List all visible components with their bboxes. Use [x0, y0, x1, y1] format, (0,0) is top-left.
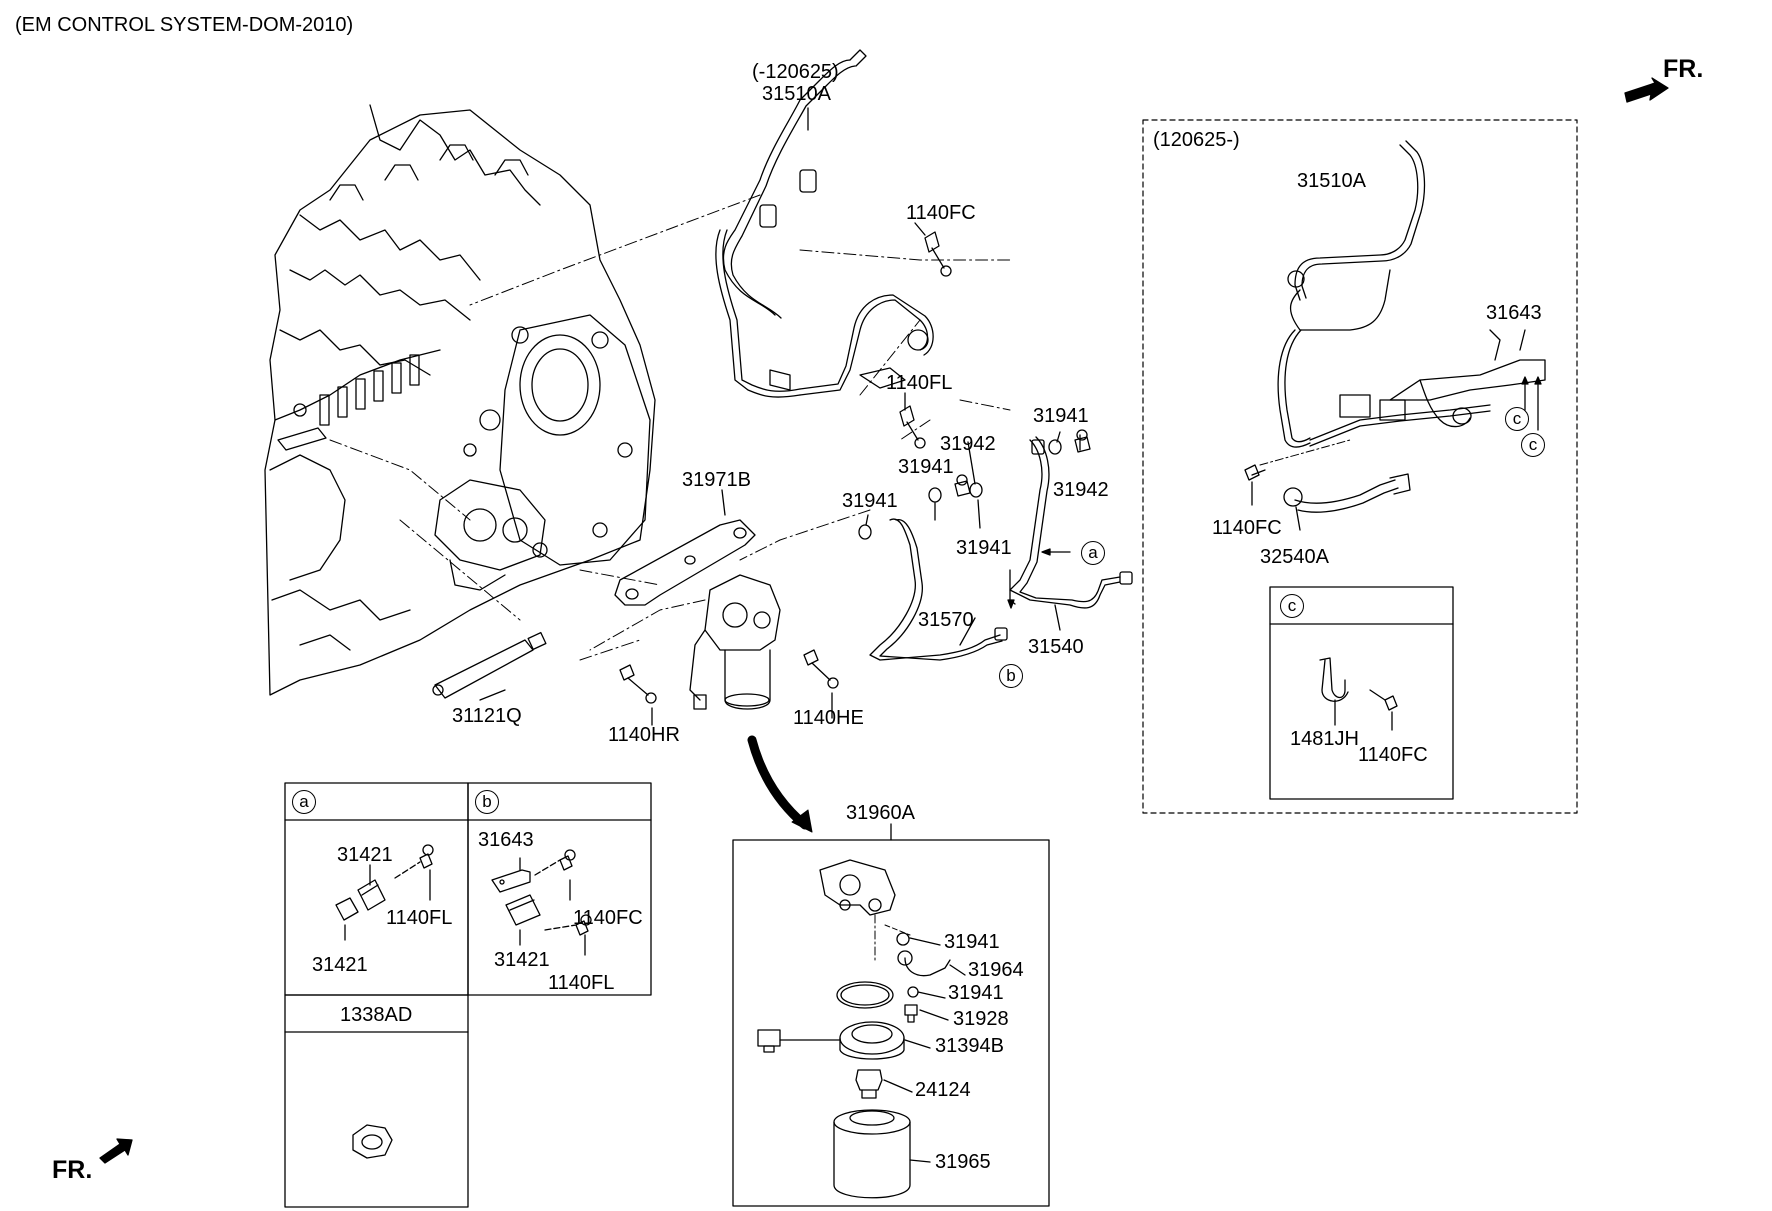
label-31643-late: 31643 — [1486, 302, 1542, 324]
front-arrow-bottom — [99, 1138, 133, 1164]
detail-c-tag: c — [1280, 594, 1304, 618]
date-range-late: (120625-) — [1153, 129, 1240, 151]
front-direction-label-top: FR. — [1663, 55, 1704, 83]
label-1140FL-a: 1140FL — [386, 907, 453, 929]
label-1140HR: 1140HR — [608, 724, 680, 746]
bracket-31643-drawing — [1389, 329, 1546, 428]
label-31964: 31964 — [968, 959, 1024, 981]
label-31941-mid: 31941 — [898, 456, 954, 478]
label-31942-right: 31942 — [1053, 479, 1109, 501]
label-31421-a-bottom: 31421 — [312, 954, 368, 976]
label-31971B: 31971B — [682, 469, 751, 491]
detail-table-frame — [284, 782, 652, 1208]
label-24124: 24124 — [915, 1079, 971, 1101]
fuel-line-31510A-late-drawing — [1277, 140, 1491, 448]
fuel-pipe-31540-drawing — [1009, 436, 1133, 609]
label-31421-b: 31421 — [494, 949, 550, 971]
label-31941-lower: 31941 — [956, 537, 1012, 559]
label-31941-left: 31941 — [842, 490, 898, 512]
label-31965: 31965 — [935, 1151, 991, 1173]
fitting-31964-drawing — [897, 950, 951, 977]
bolt-31928-drawing — [904, 1004, 918, 1023]
label-31941-top: 31941 — [1033, 405, 1089, 427]
late-version-box — [1142, 119, 1578, 814]
fuel-filter-housing-drawing — [689, 574, 781, 710]
label-31421-a-top: 31421 — [337, 844, 393, 866]
valve-24124-drawing — [855, 1069, 883, 1099]
washer-31941-a-drawing — [896, 932, 910, 946]
washer-31941-drawing — [858, 439, 1062, 540]
clip-31421-a-drawing — [335, 844, 434, 941]
bolt-31942-drawing — [954, 429, 1091, 497]
label-31540: 31540 — [1028, 636, 1084, 658]
bracket-31643-b-drawing — [491, 849, 592, 956]
diagram-title: (EM CONTROL SYSTEM-DOM-2010) — [15, 14, 354, 36]
detail-a-tag: a — [292, 790, 316, 814]
label-31643-b: 31643 — [478, 829, 534, 851]
label-31121Q: 31121Q — [452, 705, 522, 727]
label-31941-filter-a: 31941 — [944, 931, 1000, 953]
label-1140FC-late: 1140FC — [1212, 517, 1282, 539]
nut-1338AD-drawing — [352, 1124, 393, 1159]
label-31510A: 31510A — [762, 83, 831, 105]
bracket-31971B-drawing — [614, 519, 756, 606]
label-1140FL-b: 1140FL — [548, 972, 615, 994]
engine-block-drawing — [264, 104, 656, 696]
bolt-1140FL-drawing — [899, 405, 926, 449]
callout-b: b — [999, 664, 1023, 688]
label-1140HE: 1140HE — [793, 707, 864, 729]
label-32540A: 32540A — [1260, 546, 1329, 568]
bolt-1140FC-late-drawing — [1244, 464, 1266, 481]
label-1140FL: 1140FL — [886, 372, 953, 394]
callout-a: a — [1081, 541, 1105, 565]
callout-c-2: c — [1521, 433, 1545, 457]
label-1140FC-c: 1140FC — [1358, 744, 1428, 766]
filter-head-drawing — [819, 859, 896, 916]
fuel-pipe-31570-drawing — [869, 518, 1008, 661]
label-31394B: 31394B — [935, 1035, 1004, 1057]
sensor-31121Q-drawing — [432, 631, 547, 699]
detail-b-tag: b — [475, 790, 499, 814]
date-range-early: (-120625) — [752, 61, 839, 83]
bolt-1140HE-drawing — [803, 649, 839, 689]
label-31942-upper: 31942 — [940, 433, 996, 455]
label-31510A-late: 31510A — [1297, 170, 1366, 192]
sensor-31394B-drawing — [757, 1021, 905, 1060]
label-31941-filter-b: 31941 — [948, 982, 1004, 1004]
bolt-1140FC-c-drawing — [1369, 689, 1398, 711]
bolt-1140HR-drawing — [619, 664, 657, 704]
label-31928: 31928 — [953, 1008, 1009, 1030]
hose-32540A-drawing — [1283, 473, 1411, 513]
filter-cartridge-31965-drawing — [833, 1109, 911, 1199]
detail-c-box — [1269, 586, 1454, 800]
clip-1481JH-drawing — [1319, 657, 1349, 702]
label-1481JH: 1481JH — [1290, 728, 1359, 750]
front-direction-label-bottom: FR. — [52, 1156, 93, 1184]
label-1338AD: 1338AD — [340, 1004, 413, 1026]
callout-c-1: c — [1505, 407, 1529, 431]
front-arrow-top — [1624, 77, 1669, 103]
o-ring-drawing — [836, 981, 894, 1009]
bolt-1140FC-drawing — [924, 231, 952, 277]
label-1140FC: 1140FC — [906, 202, 976, 224]
label-1140FC-b: 1140FC — [573, 907, 643, 929]
label-31960A: 31960A — [846, 802, 915, 824]
washer-31941-b-drawing — [907, 986, 919, 998]
fuel-line-31510A-early-drawing — [715, 49, 934, 398]
label-31570: 31570 — [918, 609, 974, 631]
detail-arrow — [747, 735, 810, 830]
